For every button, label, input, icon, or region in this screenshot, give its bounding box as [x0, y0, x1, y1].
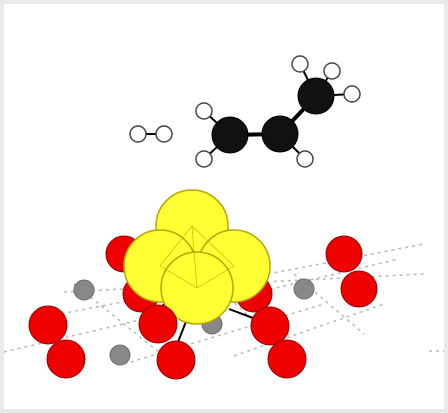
hydrogen-molecule-icon: [129, 125, 173, 143]
oxygen-atom: [156, 340, 196, 380]
carbon-atom: [261, 115, 299, 153]
propene-molecule-icon: [195, 55, 361, 168]
bond: [191, 225, 235, 267]
oxygen-atom: [46, 339, 86, 379]
hydrogen-atom: [155, 125, 173, 143]
hydrogen-atom: [323, 62, 341, 80]
oxygen-atom: [28, 305, 68, 345]
bond: [196, 265, 235, 289]
bond: [159, 225, 193, 267]
hydrogen-atom: [195, 102, 213, 120]
oxygen-atom: [325, 235, 363, 273]
oxygen-atom: [340, 270, 378, 308]
support-metal-atom: [109, 344, 131, 366]
lattice-line: [4, 258, 400, 353]
gold-cluster-icon: [123, 189, 271, 325]
lattice-line: [233, 303, 385, 357]
hydrogen-atom: [296, 150, 314, 168]
hydrogen-atom: [291, 55, 309, 73]
oxygen-atoms-front: [28, 304, 307, 380]
support-metal-atom: [293, 278, 315, 300]
oxygen-atom: [250, 306, 290, 346]
bond: [191, 225, 198, 289]
carbon-atom: [211, 116, 249, 154]
bond: [159, 265, 198, 289]
oxygen-atom: [138, 304, 178, 344]
support-metal-atom: [73, 279, 95, 301]
carbon-atom: [297, 77, 335, 115]
figure-canvas: [4, 4, 444, 409]
hydrogen-atom: [195, 150, 213, 168]
gold-internal-bonds: [159, 225, 235, 289]
molecular-scene: [4, 55, 444, 380]
oxygen-atom: [267, 339, 307, 379]
hydrogen-atom: [343, 85, 361, 103]
hydrogen-atom: [129, 125, 147, 143]
